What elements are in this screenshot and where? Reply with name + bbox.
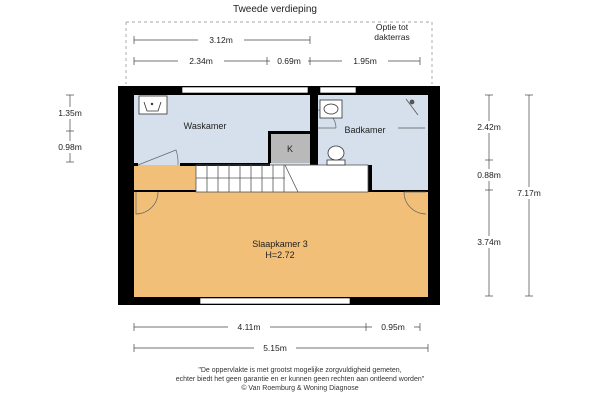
sink-icon <box>319 99 343 119</box>
dim-bottom-total: 5.15m <box>263 343 287 353</box>
staircase <box>195 164 369 193</box>
room-height-label: H=2.72 <box>265 250 294 260</box>
slaapkamer-floor <box>134 192 428 297</box>
dim-right-total: 7.17m <box>517 188 541 198</box>
dim-bottom-b: 0.95m <box>381 322 405 332</box>
disclaimer-line-1: "De oppervlakte is met grootst mogelijke… <box>198 367 402 374</box>
option-label-line1: Optie tot <box>376 22 409 32</box>
room-label-badkamer: Badkamer <box>344 125 385 135</box>
interior-walls <box>134 95 428 192</box>
dim-right-b: 0.88m <box>477 170 501 180</box>
dim-top-c: 1.95m <box>353 56 377 66</box>
dim-left-b: 0.98m <box>58 142 82 152</box>
dim-top-a: 2.34m <box>189 56 213 66</box>
closet <box>271 134 310 163</box>
dim-top-b: 0.69m <box>277 56 301 66</box>
floor-title: Tweede verdieping <box>233 4 317 15</box>
disclaimer-line-2: echter biedt het geen garantie en er kun… <box>175 376 425 383</box>
copyright-line: © Van Roemburg & Woning Diagnose <box>241 385 359 392</box>
option-label-line2: dakterras <box>374 32 409 42</box>
dim-left-a: 1.35m <box>58 108 82 118</box>
dim-right-a: 2.42m <box>477 122 501 132</box>
dim-bottom-a: 4.11m <box>238 322 261 332</box>
room-label-slaapkamer: Slaapkamer 3 <box>252 239 308 249</box>
shower-icon <box>398 98 425 129</box>
toilet-icon <box>326 145 346 166</box>
terrace-option-outline <box>125 21 433 84</box>
landing-floor <box>134 165 196 192</box>
stair-area <box>196 165 368 192</box>
closet-label: K <box>287 144 293 154</box>
windows <box>181 86 357 305</box>
dim-right-c: 3.74m <box>477 237 501 247</box>
dim-top-total: 3.12m <box>209 35 233 45</box>
room-label-waskamer: Waskamer <box>184 121 227 131</box>
washbasin-icon <box>138 95 168 115</box>
